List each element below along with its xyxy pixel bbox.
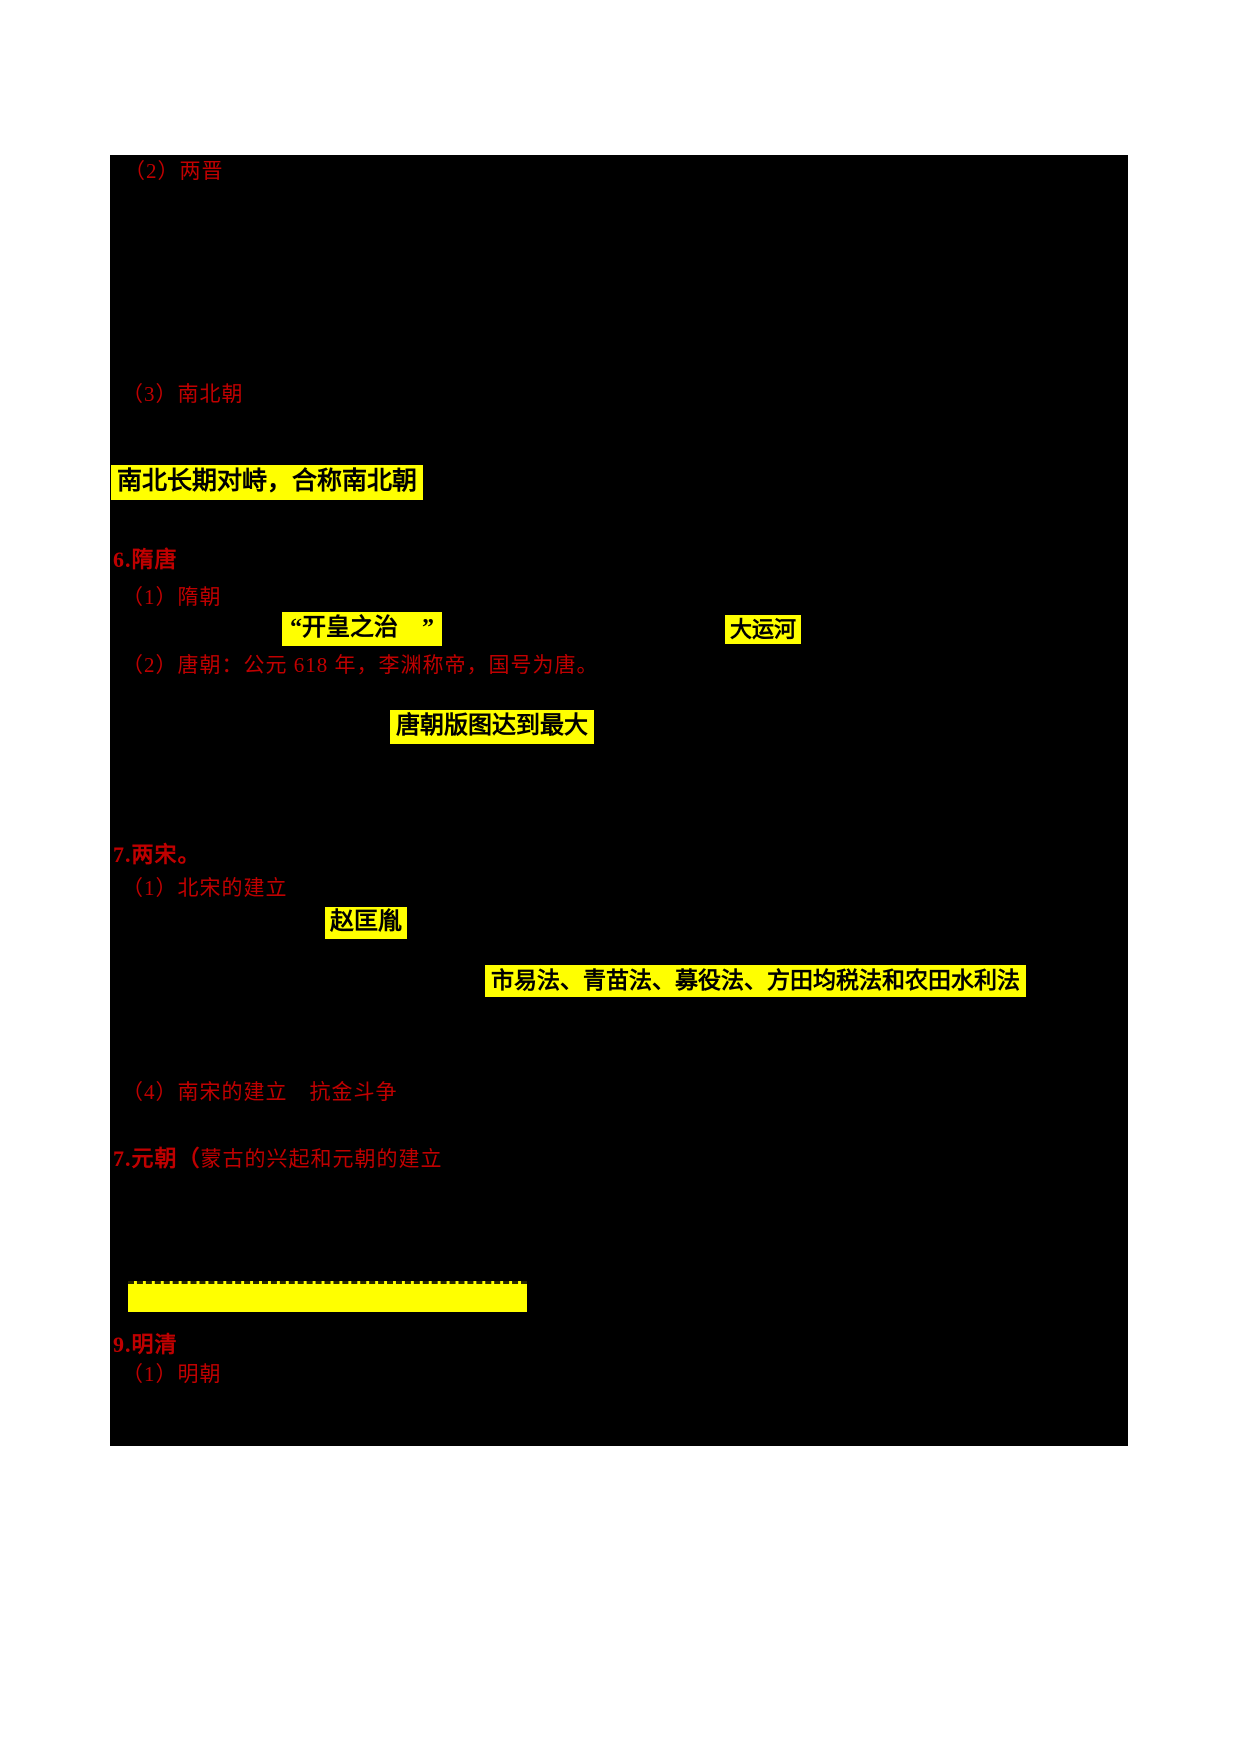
heading-yuan-bold-part: 7.元朝（ (113, 1146, 201, 1171)
highlight-kaihuang-reign: “开皇之治 ” (282, 612, 442, 646)
heading-sui-tang: 6.隋唐 (113, 547, 178, 572)
heading-nanbeichao: （3）南北朝 (122, 382, 244, 406)
redacted-highlight-bar (128, 1281, 527, 1312)
highlight-wang-anshi-reforms: 市易法、青苗法、募役法、方田均税法和农田水利法 (485, 965, 1026, 998)
heading-two-jin: （2）两晋 (124, 159, 224, 183)
line-southern-song: （4）南宋的建立 抗金斗争 (122, 1080, 398, 1104)
heading-ming-qing: 9.明清 (113, 1332, 178, 1357)
heading-yuan-dynasty: 7.元朝（蒙古的兴起和元朝的建立 (113, 1145, 443, 1174)
subheading-ming-dynasty: （1）明朝 (122, 1362, 222, 1386)
heading-yuan-rest-part: 蒙古的兴起和元朝的建立 (200, 1147, 443, 1171)
heading-two-songs: 7.两宋。 (113, 842, 201, 867)
redacted-text-block: （2）两晋 （3）南北朝 南北长期对峙，合称南北朝 6.隋唐 （1）隋朝 “开皇… (110, 155, 1128, 1446)
highlight-zhao-kuangyin: 赵匡胤 (325, 907, 407, 939)
highlight-grand-canal: 大运河 (725, 615, 802, 645)
highlight-nanbeichao-summary: 南北长期对峙，合称南北朝 (111, 465, 424, 500)
highlight-tang-territory: 唐朝版图达到最大 (390, 710, 594, 744)
subheading-sui-dynasty: （1）隋朝 (122, 585, 222, 609)
subheading-northern-song: （1）北宋的建立 (122, 876, 288, 900)
line-tang-founding: （2）唐朝：公元 618 年，李渊称帝，国号为唐。 (122, 653, 599, 677)
